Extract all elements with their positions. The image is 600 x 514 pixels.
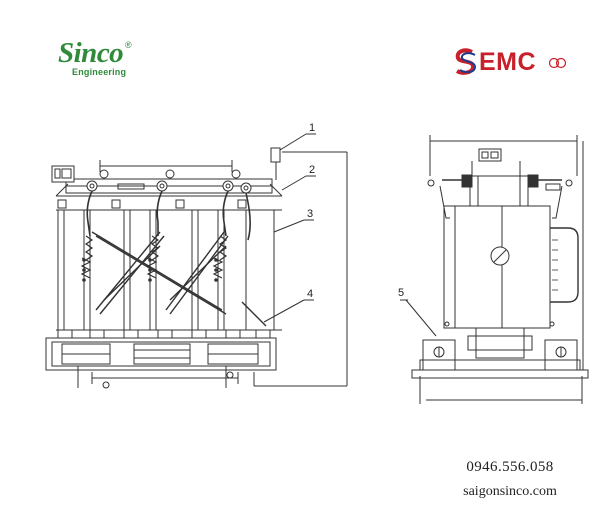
registered-mark: ® xyxy=(125,40,132,50)
emc-emblem-icon xyxy=(455,48,477,75)
sinco-logo-tagline: Engineering xyxy=(72,67,127,77)
callout-3: 3 xyxy=(307,208,313,220)
side-view xyxy=(400,135,589,404)
contact-website: saigonsinco.com xyxy=(463,484,557,499)
callout-5: 5 xyxy=(398,287,404,299)
front-view xyxy=(45,133,348,389)
emc-logo-wordmark: EMC xyxy=(479,48,537,76)
emc-rings-icon xyxy=(548,57,567,69)
callout-2: 2 xyxy=(309,164,315,176)
callout-4: 4 xyxy=(307,288,313,300)
contact-phone: 0946.556.058 xyxy=(466,459,554,475)
sinco-logo: Sinco ® Engineering xyxy=(58,38,136,84)
callout-1: 1 xyxy=(309,122,315,134)
emc-logo: EMC xyxy=(454,46,568,78)
sinco-logo-wordmark: Sinco xyxy=(58,37,124,69)
